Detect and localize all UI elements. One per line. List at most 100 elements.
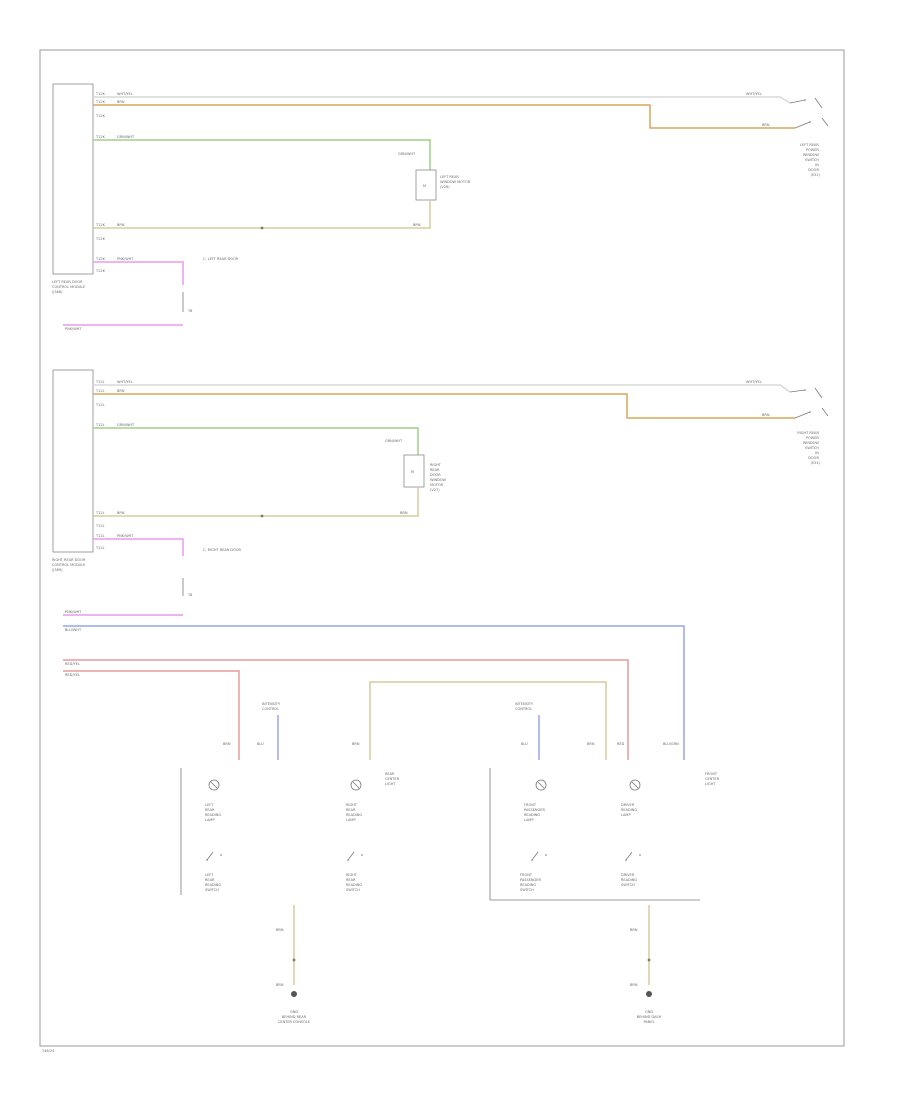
left-rear-window-switch-icon (789, 97, 829, 129)
left-rear-reading-lamp-icon (208, 779, 220, 791)
wire-mid-red2 (63, 670, 240, 760)
pin-top-2b: T12K (95, 114, 106, 118)
label-mid-red2: RED/YEL (65, 673, 80, 677)
label-top-brn-ecu: BRN (117, 223, 125, 227)
wire-mid-blue (63, 625, 685, 760)
right-rear-window-switch-icon (789, 387, 829, 419)
label-top-brn: BRN (117, 100, 125, 104)
splice-bot (260, 514, 264, 518)
label-mid-pink: PNK/WHT (65, 610, 82, 614)
label-top-grn-wht: GRN/WHT (117, 135, 135, 139)
label-top-wht-yel: WHT/YEL (117, 92, 133, 96)
top-switch-name: LEFT REAR POWER WINDOW SWITCH IN DOOR (E… (800, 143, 821, 177)
gnd2-wire2: BRN (630, 983, 638, 987)
wire-mid-tan (369, 681, 607, 760)
label-bot-wht-yel: WHT/YEL (117, 380, 133, 384)
gnd2-splice (647, 958, 651, 962)
label-top-right-wht-yel: WHT/YEL (746, 92, 762, 96)
left-rear-window-motor-icon (415, 169, 437, 201)
sw5-wire1: BLU/GRN (663, 742, 679, 746)
motor-bot-symbol: M (411, 470, 414, 474)
wire-bot-grn-wht (93, 427, 419, 455)
label-bot-brn-ecu: BRN (117, 511, 125, 515)
label-bot-pink: PNK/WHT (117, 534, 134, 538)
wire-bot-brn-motor (93, 487, 419, 517)
wire-mid-red1 (63, 659, 629, 760)
right-rear-door-module-box (52, 369, 94, 553)
label-mid-blue: BLU/WHT (65, 628, 82, 632)
pin-bot-2b: T12L (95, 403, 105, 407)
pin-bot-3: T12L (95, 423, 105, 427)
pin-bot-1: T12L (95, 380, 105, 384)
bot-switch-name: RIGHT REAR POWER WINDOW SWITCH IN DOOR (… (797, 431, 820, 465)
wire-bot-pink (93, 538, 184, 556)
footer-code: T46/24 (41, 1049, 55, 1053)
top-conn-note: C, LEFT REAR DOOR (203, 257, 239, 261)
front-passenger-reading-switch-icon (531, 851, 547, 861)
pin-bot-4b: T12L (95, 524, 105, 528)
sw4-wire2: RED (617, 742, 625, 746)
label-top-right-brn: BRN (762, 123, 770, 127)
pin-top-1: T12K (95, 92, 106, 96)
right-rear-reading-switch-icon (347, 851, 363, 861)
wire-top-brn-motor (93, 200, 431, 229)
label-top-brn-small: BRN (413, 223, 421, 227)
bot-conn-note: C, RIGHT REAR DOOR (203, 548, 242, 552)
motor-top-symbol: M (423, 184, 426, 188)
pin-top-2: T12K (95, 100, 106, 104)
driver-reading-lamp-icon (629, 779, 641, 791)
bot-t8: T8 (187, 593, 192, 597)
label-top-pink: PNK/WHT (117, 257, 134, 261)
ground-icon-1 (291, 991, 297, 997)
gnd1-wire2: BRN (276, 983, 284, 987)
top-t8: T8 (187, 309, 192, 313)
pin-bot-2: T12L (95, 389, 105, 393)
label-bot-brn-small: BRN (400, 511, 408, 515)
driver-reading-switch-icon (625, 851, 641, 861)
left-rear-door-module-box (52, 83, 94, 275)
pin-bot-4: T12L (95, 511, 105, 515)
wire-top-pink (93, 261, 184, 285)
left-rear-reading-switch-icon (206, 851, 222, 861)
ground-icon-2 (646, 991, 652, 997)
label-bot-grn-wht: GRN/WHT (117, 423, 135, 427)
pin-bot-5b: T12L (95, 546, 105, 550)
gnd1-wire1: BRN (276, 928, 284, 932)
wire-bot-brn (93, 393, 795, 419)
pin-top-4: T12K (95, 223, 106, 227)
diagram-frame (39, 49, 845, 1047)
wire-top-grn-wht (93, 139, 431, 170)
right-rear-reading-lamp-icon (350, 779, 362, 791)
pin-top-5b: T12K (95, 269, 106, 273)
label-bot-right-wht-yel: WHT/YEL (746, 380, 762, 384)
label-top-motor-wire: GRN/WHT (398, 152, 416, 156)
label-mid-red1: RED/YEL (65, 662, 80, 666)
pin-top-5: T12K (95, 257, 106, 261)
right-rear-window-motor-icon (403, 454, 425, 488)
label-bot-brn: BRN (117, 389, 125, 393)
wire-top-brn (93, 104, 795, 129)
pin-top-3: T12K (95, 135, 106, 139)
label-bot-right-brn: BRN (762, 413, 770, 417)
front-passenger-reading-lamp-icon (535, 779, 547, 791)
label-top-pink-bottom: PNK/WHT (65, 327, 82, 331)
pin-bot-5: T12L (95, 534, 105, 538)
sw3-wire1: BLU (521, 742, 528, 746)
top-motor-name: LEFT REAR WINDOW MOTOR (V26) (440, 175, 471, 189)
sw1-wire1: BRN (223, 742, 231, 746)
sw1-wire2: BLU (257, 742, 264, 746)
bot-motor-name: RIGHT REAR DOOR WINDOW MOTOR (V27) (430, 463, 447, 492)
